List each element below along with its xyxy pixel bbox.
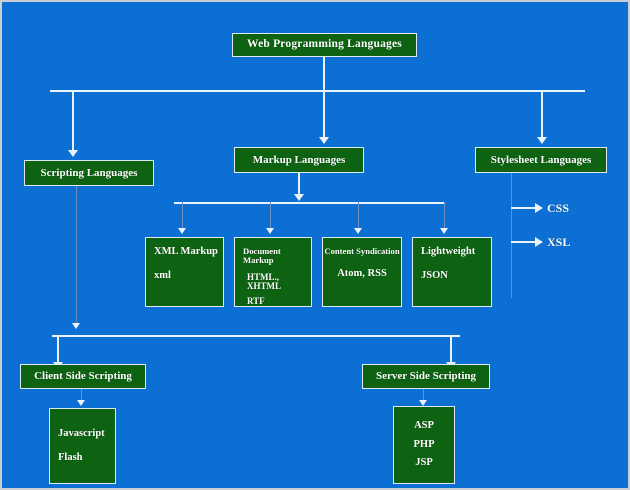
node-heading: XML Markup xyxy=(154,246,218,257)
connector-client-stem xyxy=(81,389,82,402)
connector-stylesheet-stem xyxy=(511,173,512,298)
node-label: Stylesheet Languages xyxy=(490,153,592,166)
node-heading: Content Syndication xyxy=(324,246,400,256)
node-stylesheet-languages: Stylesheet Languages xyxy=(475,147,607,173)
node-label: Web Programming Languages xyxy=(247,38,402,51)
node-item: Flash xyxy=(58,451,83,463)
node-document-markup: Document Markup HTML., XHTML RTF xyxy=(234,237,312,307)
node-xml-markup: XML Markup xml xyxy=(145,237,224,307)
node-label: Scripting Languages xyxy=(40,166,138,179)
node-content-syndication: Content Syndication Atom, RSS xyxy=(322,237,402,307)
node-item: Atom, RSS xyxy=(337,267,387,279)
node-item: xml xyxy=(154,269,171,281)
node-label: Markup Languages xyxy=(252,153,346,166)
connector-server-stem xyxy=(423,389,424,402)
connector-root-stem xyxy=(323,57,325,90)
connector-drop-xml xyxy=(182,202,183,229)
node-item: JSP xyxy=(415,457,433,469)
connector-drop-document xyxy=(270,202,271,229)
node-web-programming-languages: Web Programming Languages xyxy=(232,33,417,57)
connector-main-bus xyxy=(50,90,585,92)
connector-xsl xyxy=(511,241,537,243)
arrow-right-css xyxy=(535,203,543,213)
arrow-down-server-leaf xyxy=(419,400,427,406)
connector-drop-client xyxy=(57,335,59,363)
arrow-down-syndication xyxy=(354,228,362,234)
node-item: PHP xyxy=(413,438,435,450)
node-label: Client Side Scripting xyxy=(34,370,132,382)
leaf-xsl: XSL xyxy=(547,235,571,249)
connector-drop-scripting xyxy=(72,90,74,152)
arrow-down-markup-bus xyxy=(294,194,304,201)
node-item: HTML., XHTML xyxy=(247,272,282,292)
node-label: Server Side Scripting xyxy=(375,370,476,382)
leaf-css: CSS xyxy=(547,201,570,215)
node-server-side-scripting: Server Side Scripting xyxy=(362,364,490,389)
node-scripting-languages: Scripting Languages xyxy=(24,160,154,186)
connector-scripting-stem xyxy=(76,186,77,324)
connector-drop-stylesheet xyxy=(541,90,543,138)
arrow-down-document xyxy=(266,228,274,234)
node-item: JSON xyxy=(421,269,448,281)
arrow-down-xml xyxy=(178,228,186,234)
connector-drop-markup xyxy=(323,90,325,138)
arrow-down-lightweight xyxy=(440,228,448,234)
node-client-side-items: Javascript Flash xyxy=(49,408,116,484)
node-markup-languages: Markup Languages xyxy=(234,147,364,173)
connector-scripting-bus xyxy=(52,335,460,337)
node-heading: Document Markup xyxy=(243,246,281,265)
connector-drop-syndication xyxy=(358,202,359,229)
node-item: ASP xyxy=(414,420,434,432)
arrow-down-scripting xyxy=(68,150,78,157)
connector-css xyxy=(511,207,537,209)
connector-markup-bus xyxy=(174,202,445,204)
node-item: RTF xyxy=(247,296,265,306)
arrow-right-xsl xyxy=(535,237,543,247)
connector-drop-server xyxy=(450,335,452,363)
node-heading: Lightweight xyxy=(421,246,476,257)
arrow-down-markup xyxy=(319,137,329,144)
connector-markup-stem xyxy=(298,173,300,195)
arrow-down-scripting-bus xyxy=(72,323,80,329)
node-server-side-items: ASP PHP JSP xyxy=(393,406,455,484)
node-item: Javascript xyxy=(58,428,105,439)
node-client-side-scripting: Client Side Scripting xyxy=(20,364,146,389)
arrow-down-client-leaf xyxy=(77,400,85,406)
node-lightweight: Lightweight JSON xyxy=(412,237,492,307)
arrow-down-stylesheet xyxy=(537,137,547,144)
connector-drop-lightweight xyxy=(444,202,445,229)
